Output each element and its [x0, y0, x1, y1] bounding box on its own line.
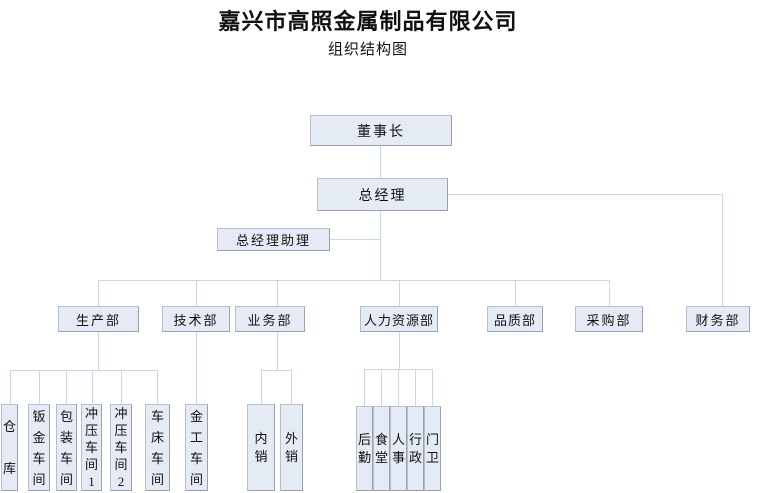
dept-business: 业务部	[235, 306, 305, 332]
dept-finance: 财务部	[686, 306, 750, 332]
connector-line	[609, 280, 610, 306]
unit-logistics-label: 后勤	[358, 431, 372, 465]
dept-technology-label: 技术部	[173, 312, 219, 328]
dept-purchasing: 采购部	[575, 306, 643, 332]
node-gm-assistant-label: 总经理助理	[235, 233, 311, 248]
node-general-manager: 总经理	[317, 178, 448, 211]
connector-line	[291, 370, 292, 404]
connector-line	[92, 370, 93, 404]
connector-line	[277, 332, 278, 370]
node-general-manager-label: 总经理	[358, 188, 407, 204]
connector-line	[98, 332, 99, 370]
connector-line	[66, 370, 67, 404]
dept-production: 生产部	[58, 306, 139, 332]
unit-stamping-workshop-1: 冲压车间1	[81, 404, 102, 491]
unit-export-sales: 外销	[280, 404, 303, 491]
unit-packaging-workshop-label: 包装车间	[60, 408, 74, 487]
unit-sheet-metal-workshop: 钣金车间	[28, 404, 50, 491]
unit-packaging-workshop: 包装车间	[56, 404, 77, 491]
unit-lathe-workshop-label: 车床车间	[151, 408, 165, 487]
connector-line	[121, 370, 122, 404]
connector-line	[196, 280, 197, 306]
connector-line	[380, 211, 381, 280]
unit-administration: 行政	[407, 406, 424, 491]
connector-line	[399, 332, 400, 369]
unit-personnel: 人事	[390, 406, 407, 491]
connector-line	[261, 370, 262, 404]
connector-line	[364, 369, 365, 406]
dept-quality-label: 品质部	[493, 312, 536, 328]
unit-stamping-workshop-2: 冲压车间2	[110, 404, 132, 491]
unit-security-label: 门卫	[426, 431, 440, 465]
unit-canteen-label: 食堂	[375, 431, 389, 465]
unit-metalwork-workshop: 金工车间	[185, 404, 208, 491]
connector-line	[448, 194, 722, 195]
unit-security: 门卫	[424, 406, 441, 491]
connector-line	[10, 370, 11, 404]
connector-line	[98, 280, 99, 306]
unit-domestic-sales: 内销	[247, 404, 275, 491]
dept-production-label: 生产部	[75, 312, 121, 328]
node-gm-assistant: 总经理助理	[217, 228, 330, 251]
connector-line	[261, 370, 292, 371]
chart-subtitle: 组织结构图	[327, 42, 408, 58]
company-title: 嘉兴市高照金属制品有限公司	[218, 9, 518, 34]
unit-stamping-workshop-2-label: 冲压车间2	[114, 406, 128, 489]
dept-quality: 品质部	[487, 306, 543, 332]
node-chairman-label: 董事长	[357, 124, 405, 140]
unit-logistics: 后勤	[356, 406, 373, 491]
connector-line	[398, 369, 399, 406]
connector-line	[39, 370, 40, 404]
connector-line	[415, 369, 416, 406]
unit-canteen: 食堂	[373, 406, 390, 491]
connector-line	[330, 239, 380, 240]
connector-line	[399, 280, 400, 306]
connector-line	[98, 280, 610, 281]
dept-technology: 技术部	[162, 306, 230, 332]
node-chairman: 董事长	[310, 115, 452, 146]
connector-line	[432, 369, 433, 406]
connector-line	[10, 370, 158, 371]
dept-finance-label: 财务部	[695, 312, 741, 328]
connector-line	[515, 280, 516, 306]
connector-line	[277, 280, 278, 306]
connector-line	[380, 146, 381, 178]
dept-purchasing-label: 采购部	[586, 312, 632, 328]
unit-administration-label: 行政	[409, 431, 423, 465]
connector-line	[381, 369, 382, 406]
unit-warehouse-label: 仓库	[3, 418, 17, 476]
unit-personnel-label: 人事	[392, 431, 406, 465]
connector-line	[157, 370, 158, 404]
unit-metalwork-workshop-label: 金工车间	[190, 408, 204, 487]
unit-domestic-sales-label: 内销	[254, 430, 268, 464]
unit-warehouse: 仓库	[1, 404, 18, 491]
unit-sheet-metal-workshop-label: 钣金车间	[32, 408, 46, 487]
dept-human-resources-label: 人力资源部	[363, 312, 434, 328]
dept-business-label: 业务部	[247, 312, 293, 328]
dept-human-resources: 人力资源部	[360, 306, 438, 332]
unit-stamping-workshop-1-label: 冲压车间1	[85, 406, 99, 489]
connector-line	[196, 332, 197, 404]
connector-line	[722, 194, 723, 306]
unit-lathe-workshop: 车床车间	[145, 404, 170, 491]
unit-export-sales-label: 外销	[285, 430, 299, 464]
